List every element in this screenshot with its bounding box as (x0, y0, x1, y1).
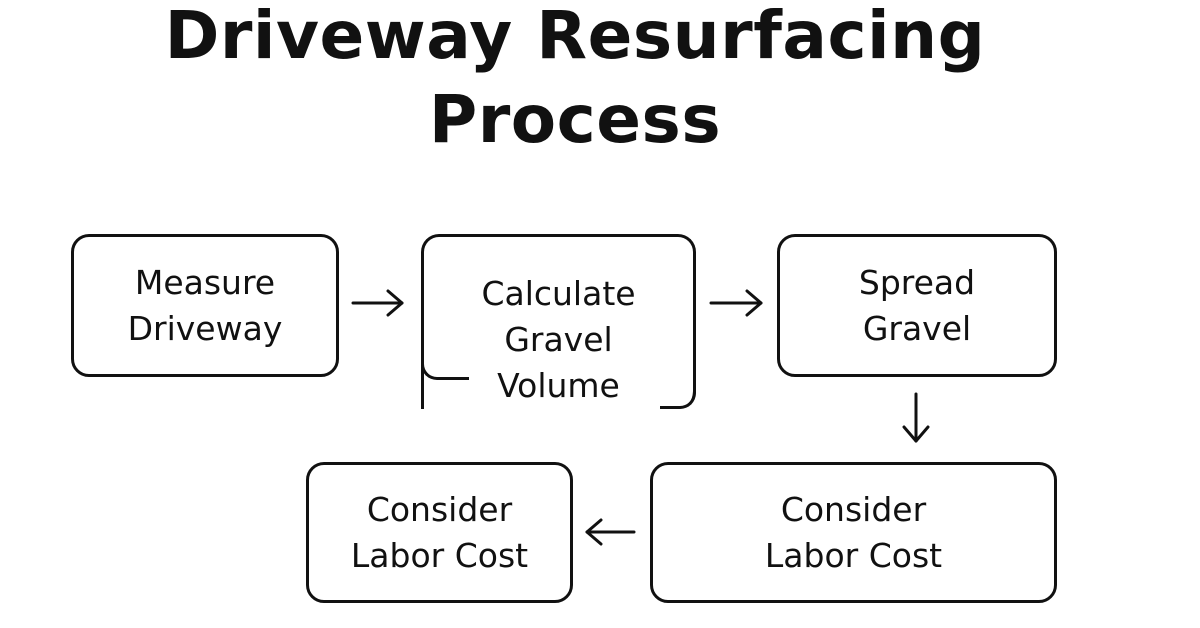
arrow-down-icon (902, 392, 930, 443)
step-consider-labor-cost-right: Consider Labor Cost (650, 462, 1057, 603)
box-edge (421, 360, 469, 380)
step-label: Consider Labor Cost (350, 489, 529, 575)
step-spread-gravel: Spread Gravel (777, 234, 1057, 377)
arrow-right-icon (351, 289, 404, 317)
step-consider-labor-cost-left: Consider Labor Cost (306, 462, 573, 603)
step-label: Spread Gravel (858, 262, 976, 348)
diagram-title: Driveway Resurfacing Process (164, 0, 986, 158)
step-measure-driveway: Measure Driveway (71, 234, 339, 377)
arrow-left-icon (585, 518, 636, 546)
step-calculate-gravel-volume: Calculate Gravel Volume (421, 234, 696, 409)
step-label: Consider Labor Cost (764, 489, 943, 575)
step-label: Calculate Gravel Volume (481, 274, 636, 405)
box-edge (660, 380, 696, 409)
step-label: Measure Driveway (127, 262, 283, 348)
arrow-right-icon (709, 289, 763, 317)
